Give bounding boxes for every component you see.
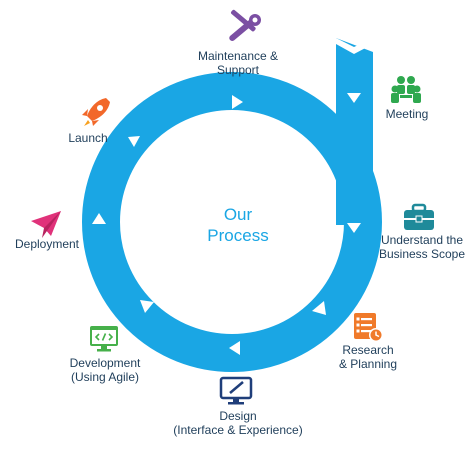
label-maintenance: Maintenance & Support bbox=[176, 49, 300, 77]
arrow-top bbox=[232, 95, 243, 109]
arrow-upper-left bbox=[128, 136, 140, 147]
center-title: Our Process bbox=[188, 204, 288, 246]
paper-plane-icon bbox=[31, 211, 61, 238]
label-maintenance-line1: Maintenance & bbox=[197, 49, 279, 63]
label-research-line1: Research bbox=[342, 343, 394, 357]
wrench-screwdriver-icon bbox=[229, 9, 261, 41]
team-meeting-icon bbox=[391, 76, 421, 103]
center-title-line1: Our bbox=[223, 205, 253, 224]
arrow-lower-right bbox=[312, 301, 326, 315]
briefcase-icon bbox=[404, 203, 434, 230]
rocket-icon bbox=[82, 98, 110, 126]
label-business-scope-line1: Understand the bbox=[380, 233, 464, 247]
code-window-icon bbox=[90, 326, 118, 352]
arrow-left bbox=[92, 213, 106, 224]
label-business-scope: Understand the Business Scope bbox=[370, 233, 474, 261]
label-deployment: Deployment bbox=[4, 237, 90, 251]
label-development-line1: Development bbox=[69, 356, 141, 370]
arrow-bottom bbox=[229, 341, 240, 355]
arrow-tail-1 bbox=[347, 93, 361, 103]
label-launch-line1: Launch bbox=[68, 131, 108, 145]
label-development-line2: (Using Agile) bbox=[70, 370, 140, 384]
arrow-lower-left bbox=[140, 300, 154, 313]
label-research: Research & Planning bbox=[326, 343, 410, 371]
tail-notch bbox=[336, 38, 373, 54]
process-tail bbox=[336, 38, 373, 225]
label-launch: Launch bbox=[58, 131, 118, 145]
arrow-tail-2 bbox=[347, 223, 361, 233]
label-meeting: Meeting bbox=[372, 107, 442, 121]
label-meeting-line1: Meeting bbox=[385, 107, 429, 121]
direction-arrows bbox=[92, 93, 361, 355]
label-research-line2: & Planning bbox=[338, 357, 398, 371]
label-maintenance-line2: Support bbox=[216, 63, 260, 77]
label-development: Development (Using Agile) bbox=[58, 356, 152, 384]
label-design-line1: Design bbox=[219, 409, 257, 423]
checklist-icon bbox=[354, 313, 383, 342]
label-business-scope-line2: Business Scope bbox=[378, 247, 466, 261]
label-deployment-line1: Deployment bbox=[14, 237, 80, 251]
monitor-pen-icon bbox=[219, 376, 253, 405]
label-design: Design (Interface & Experience) bbox=[156, 409, 320, 437]
label-design-line2: (Interface & Experience) bbox=[173, 423, 303, 437]
center-title-line2: Process bbox=[207, 226, 269, 245]
